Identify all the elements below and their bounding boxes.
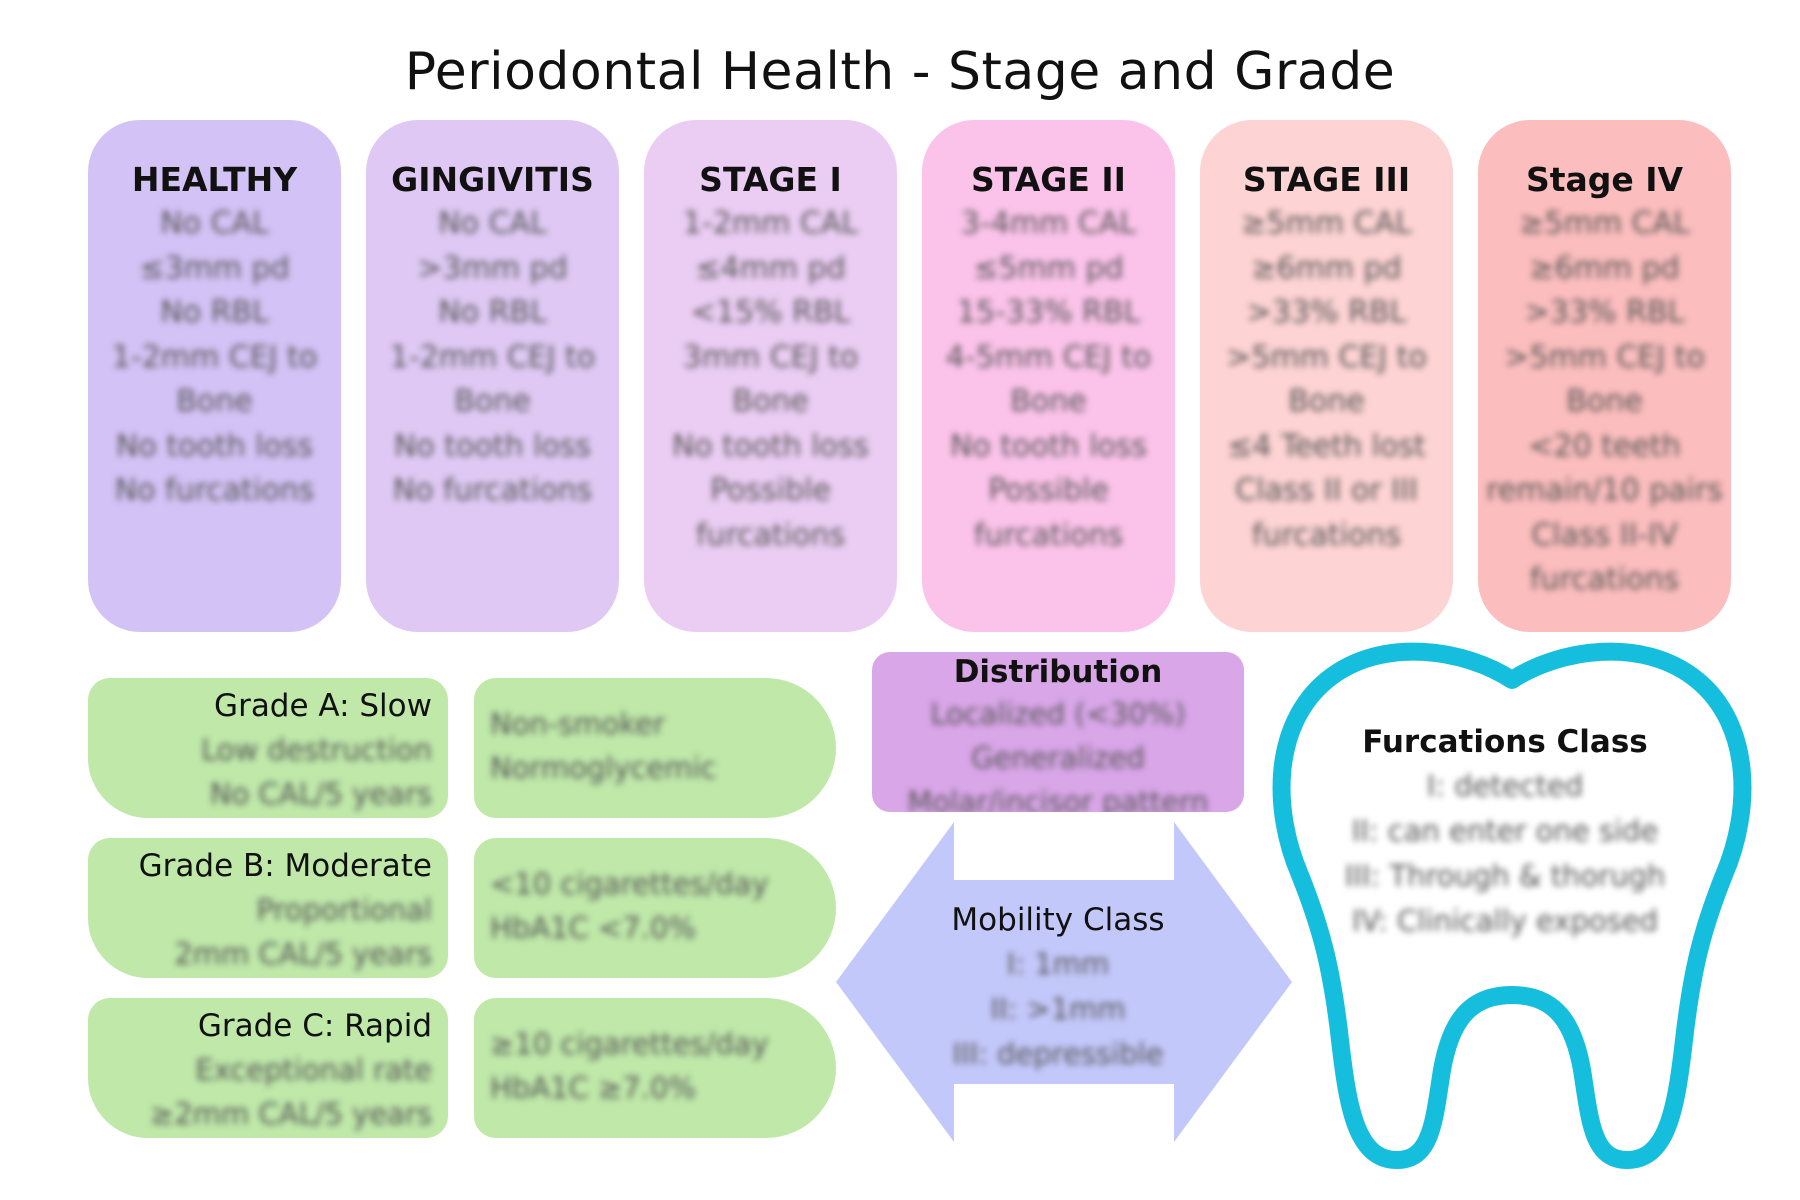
stage-heading: Stage IV — [1525, 160, 1684, 199]
stage-card: Stage IV ≥5mm CAL ≥6mm pd >33% RBL >5mm CEJ … — [1478, 120, 1731, 632]
distribution-box: Distribution Localized (<30%) Generalize… — [872, 652, 1244, 812]
stage-criteria: No CAL >3mm pd No RBL 1-2mm CEJ to Bone No t… — [366, 202, 619, 514]
stage-criterion: ≤3mm pd — [139, 250, 290, 286]
stage-card: STAGE II 3-4mm CAL ≤5mm pd 15-33% RBL 4-5mm … — [922, 120, 1175, 632]
stage-heading: STAGE II — [971, 160, 1126, 199]
distribution-line: Localized (<30%) — [930, 697, 1186, 731]
stage-criteria: No CAL ≤3mm pd No RBL 1-2mm CEJ to Bone No t… — [88, 202, 341, 514]
stage-criterion: Possible furcations — [695, 473, 846, 553]
stage-criterion: 15-33% RBL — [956, 295, 1141, 330]
stage-criteria: ≥5mm CAL ≥6mm pd >33% RBL >5mm CEJ to Bone<… — [1478, 202, 1731, 603]
stage-criterion: No tooth loss — [671, 428, 870, 464]
stage-criterion: 3mm CEJ to Bone — [682, 339, 859, 420]
tooth-outline-icon — [1272, 642, 1752, 1169]
grade-line: Proportional — [256, 893, 432, 927]
stage-criterion: Class II or III furcations — [1235, 473, 1418, 553]
mobility-line: II: >1mm — [990, 992, 1126, 1026]
distribution-line: Generalized — [971, 741, 1145, 775]
grade-line: ≥2mm CAL/5 years — [150, 1097, 432, 1131]
furcations-text: Furcations Class I: detected II: can ent… — [1310, 720, 1700, 944]
stage-criterion: ≥6mm pd — [1251, 250, 1402, 286]
stage-criterion: ≤4mm pd — [695, 250, 846, 286]
stage-criterion: ≥6mm pd — [1529, 250, 1680, 286]
grade-heading: Grade B: Moderate — [138, 848, 432, 884]
risk-factor-line: Normoglycemic — [490, 751, 717, 785]
grade-line: 2mm CAL/5 years — [174, 937, 432, 971]
stage-criterion: No CAL — [438, 206, 547, 241]
stage-criterion: >33% RBL — [1524, 295, 1685, 330]
stage-criteria: 3-4mm CAL ≤5mm pd 15-33% RBL 4-5mm CEJ to B… — [922, 202, 1175, 558]
tooth-outline — [1272, 642, 1752, 1169]
stage-criterion: No tooth loss — [115, 428, 314, 464]
furcations-line: III: Through & thorugh — [1344, 859, 1666, 893]
stage-criterion: >33% RBL — [1246, 295, 1407, 330]
mobility-line: III: depressible — [952, 1037, 1164, 1071]
stage-criterion: >5mm CEJ to Bone — [1226, 339, 1427, 420]
furcations-line: I: detected — [1426, 769, 1584, 803]
stage-card: HEALTHY No CAL ≤3mm pd No RBL 1-2mm CEJ to B… — [88, 120, 341, 632]
stage-heading: STAGE I — [699, 160, 842, 199]
stage-criterion: ≥5mm CAL — [1241, 206, 1412, 241]
furcations-line: IV: Clinically exposed — [1351, 904, 1659, 938]
stage-criterion: No tooth loss — [949, 428, 1148, 464]
risk-factor-line: HbA1C <7.0% — [490, 911, 696, 945]
stage-criterion: No tooth loss — [393, 428, 592, 464]
furcations-line: II: can enter one side — [1351, 814, 1659, 848]
stage-criterion: ≤5mm pd — [973, 250, 1124, 286]
distribution-heading: Distribution — [953, 654, 1163, 690]
stage-criterion: >3mm pd — [417, 250, 568, 286]
stage-criterion: 1-2mm CAL — [682, 206, 859, 241]
risk-factor-line: <10 cigarettes/day — [490, 867, 769, 901]
grade-heading: Grade C: Rapid — [197, 1008, 432, 1044]
stage-criterion: ≥5mm CAL — [1519, 206, 1690, 241]
mobility-double-arrow — [836, 822, 1292, 1142]
grade-heading: Grade A: Slow — [214, 688, 432, 724]
risk-factor-line: ≥10 cigarettes/day — [490, 1027, 769, 1061]
stage-criterion: No RBL — [160, 295, 269, 330]
stage-criterion: No furcations — [392, 473, 593, 508]
stage-criterion: 4-5mm CEJ to Bone — [945, 339, 1152, 420]
stage-criterion: Possible furcations — [973, 473, 1124, 553]
risk-factor-line: HbA1C ≥7.0% — [490, 1071, 696, 1105]
mobility-heading: Mobility Class — [951, 902, 1165, 938]
stage-card: STAGE I 1-2mm CAL ≤4mm pd <15% RBL 3mm CEJ t… — [644, 120, 897, 632]
stage-heading: HEALTHY — [131, 160, 298, 199]
stage-heading: STAGE III — [1242, 160, 1411, 199]
stage-criterion: <20 teeth remain/10 pairs — [1486, 428, 1723, 509]
distribution-line: Molar/incisor pattern — [907, 785, 1209, 812]
furcations-heading: Furcations Class — [1362, 724, 1648, 760]
stage-criterion: <15% RBL — [690, 295, 851, 330]
mobility-line: I: 1mm — [1006, 947, 1110, 981]
grade-line: No CAL/5 years — [209, 777, 432, 811]
grade-line: Exceptional rate — [195, 1053, 432, 1087]
stage-criterion: No RBL — [438, 295, 547, 330]
risk-factor-line: Non-smoker — [490, 707, 665, 741]
mobility-text: Mobility Class I: 1mm II: >1mm III: depr… — [900, 898, 1216, 1077]
stage-criterion: ≤4 Teeth lost — [1227, 428, 1426, 464]
stage-criterion: No furcations — [114, 473, 315, 508]
stage-card: GINGIVITIS No CAL >3mm pd No RBL 1-2mm CEJ t… — [366, 120, 619, 632]
stage-heading: GINGIVITIS — [391, 160, 594, 199]
stage-criterion: 1-2mm CEJ to Bone — [111, 339, 318, 420]
stage-criterion: 3-4mm CAL — [960, 206, 1137, 241]
stage-criterion: 1-2mm CEJ to Bone — [389, 339, 596, 420]
grade-line: Low destruction — [201, 733, 432, 767]
page-title: Periodontal Health - Stage and Grade — [404, 42, 1396, 102]
stage-criterion: Class II-IV furcations — [1529, 517, 1680, 598]
stage-card: STAGE III ≥5mm CAL ≥6mm pd >33% RBL >5mm CEJ… — [1200, 120, 1453, 632]
stage-criteria: ≥5mm CAL ≥6mm pd >33% RBL >5mm CEJ to Bone ≤… — [1200, 202, 1453, 558]
mobility-arrow-shape — [836, 822, 1292, 1142]
stage-criterion: No CAL — [160, 206, 269, 241]
stage-criterion: >5mm CEJ to Bone — [1504, 339, 1705, 420]
